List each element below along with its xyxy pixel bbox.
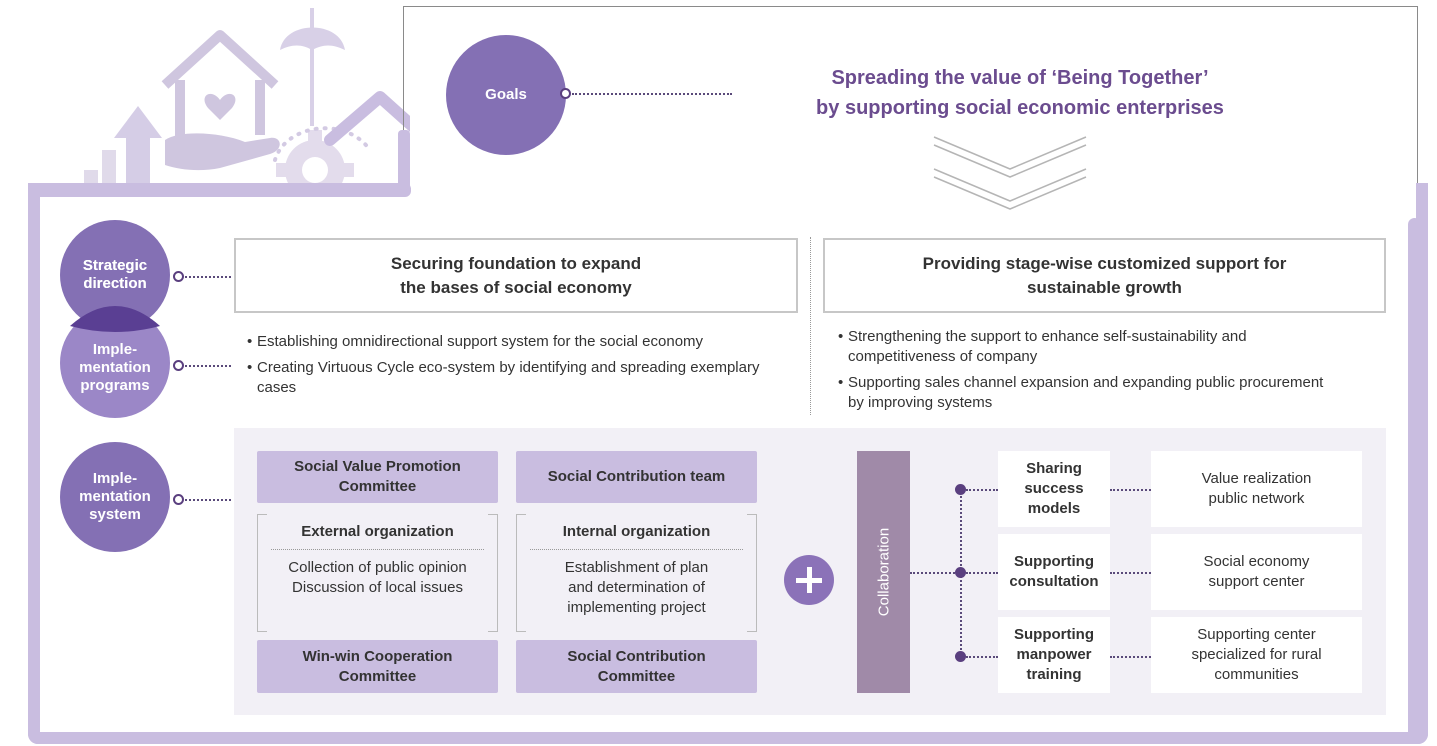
row-connector xyxy=(1110,489,1151,491)
external-org-title: External organization xyxy=(301,523,454,540)
social-economy-illustration xyxy=(84,8,410,195)
implementation-system-label-line3: system xyxy=(89,506,141,523)
activity-sharing-success-models: Sharing success models xyxy=(998,451,1110,527)
branch-connector xyxy=(966,656,998,658)
list-item: Strengthening the support to enhance sel… xyxy=(838,327,1338,367)
direction-box-right: Providing stage-wise customized support … xyxy=(823,238,1386,313)
strategic-direction-connector xyxy=(185,276,231,278)
umbrella-icon xyxy=(280,8,345,126)
partner-rural-center: Supporting center specialized for rural … xyxy=(1151,617,1362,693)
strategic-direction-label-line2: direction xyxy=(83,275,147,292)
direction-left-line2: the bases of social economy xyxy=(400,277,632,297)
strategic-direction-dot xyxy=(173,271,184,282)
direction-right-line1: Providing stage-wise customized support … xyxy=(922,253,1287,273)
activity-supporting-manpower-training: Supporting manpower training xyxy=(998,617,1110,693)
implementation-system-connector xyxy=(185,499,231,501)
strategic-direction-label-line1: Strategic xyxy=(82,257,148,274)
implementation-system-label-line2: mentation xyxy=(79,488,151,505)
partner-social-economy-center: Social economy support center xyxy=(1151,534,1362,610)
goals-circle: Goals xyxy=(446,35,566,155)
implementation-programs-label-line3: programs xyxy=(80,377,150,394)
goals-connector-dot xyxy=(560,88,571,99)
collaboration-label: Collaboration xyxy=(875,527,892,617)
branch-dot xyxy=(955,567,966,578)
implementation-programs-dot xyxy=(173,360,184,371)
row-connector xyxy=(1110,656,1151,658)
goals-connector xyxy=(572,93,732,95)
chevron-down-icon xyxy=(933,136,1087,210)
social-contribution-committee-box: Social Contribution Committee xyxy=(516,640,757,693)
goals-frame xyxy=(403,6,1418,191)
list-item: Supporting sales channel expansion and e… xyxy=(838,373,1338,413)
list-item: Creating Virtuous Cycle eco-system by id… xyxy=(247,358,792,398)
implementation-programs-label-line1: Imple- xyxy=(92,341,138,358)
internal-org-title: Internal organization xyxy=(562,523,711,540)
dotted-arc xyxy=(273,126,372,162)
up-arrow-icon xyxy=(114,106,162,190)
implementation-programs-label-line2: mentation xyxy=(79,359,151,376)
branch-connector xyxy=(966,489,998,491)
winwin-committee-box: Win-win Cooperation Committee xyxy=(257,640,498,693)
direction-left-line1: Securing foundation to expand xyxy=(390,253,642,273)
main-frame xyxy=(28,183,1428,744)
circle-overlap-lens xyxy=(68,301,162,332)
goals-label: Goals xyxy=(485,86,527,103)
branch-connector xyxy=(966,572,998,574)
implementation-system-label-line1: Imple- xyxy=(92,470,138,487)
direction-box-left: Securing foundation to expand the bases … xyxy=(234,238,798,313)
plus-icon xyxy=(784,555,834,605)
goals-text-line2: by supporting social economic enterprise… xyxy=(816,97,1224,119)
implementation-system-dot xyxy=(173,494,184,505)
frame-arrow-icon xyxy=(324,91,410,146)
branch-dot xyxy=(955,651,966,662)
implementation-programs-connector xyxy=(185,365,231,367)
gear-icon xyxy=(276,130,354,195)
goals-text-line1: Spreading the value of ‘Being Together’ xyxy=(831,67,1209,89)
activity-supporting-consultation: Supporting consultation xyxy=(998,534,1110,610)
row-connector xyxy=(1110,572,1151,574)
direction-right-line2: sustainable growth xyxy=(1027,277,1182,297)
programs-left-list: Establishing omnidirectional support sys… xyxy=(247,332,792,404)
external-organization: External organization Collection of publ… xyxy=(257,514,498,632)
implementation-system-circle: Imple- mentation system xyxy=(60,442,170,552)
partner-value-realization: Value realization public network xyxy=(1151,451,1362,527)
collaboration-bar: Collaboration xyxy=(857,451,910,693)
circle-overlap-label: Strategic direction xyxy=(82,257,148,292)
social-contribution-team-box: Social Contribution team xyxy=(516,451,757,503)
goals-text: Spreading the value of ‘Being Together’ … xyxy=(760,63,1280,123)
internal-organization: Internal organization Establishment of p… xyxy=(516,514,757,632)
main-frame-top-bar xyxy=(28,183,411,197)
list-item: Establishing omnidirectional support sys… xyxy=(247,332,792,352)
frame-arrow-stem xyxy=(398,130,410,190)
center-divider xyxy=(810,237,811,415)
social-value-committee-box: Social Value Promotion Committee xyxy=(257,451,498,503)
branch-dot xyxy=(955,484,966,495)
collab-connector xyxy=(910,572,958,574)
programs-right-list: Strengthening the support to enhance sel… xyxy=(838,327,1338,419)
main-frame-right-bar xyxy=(1408,218,1421,738)
house-hand-icon xyxy=(161,30,280,171)
